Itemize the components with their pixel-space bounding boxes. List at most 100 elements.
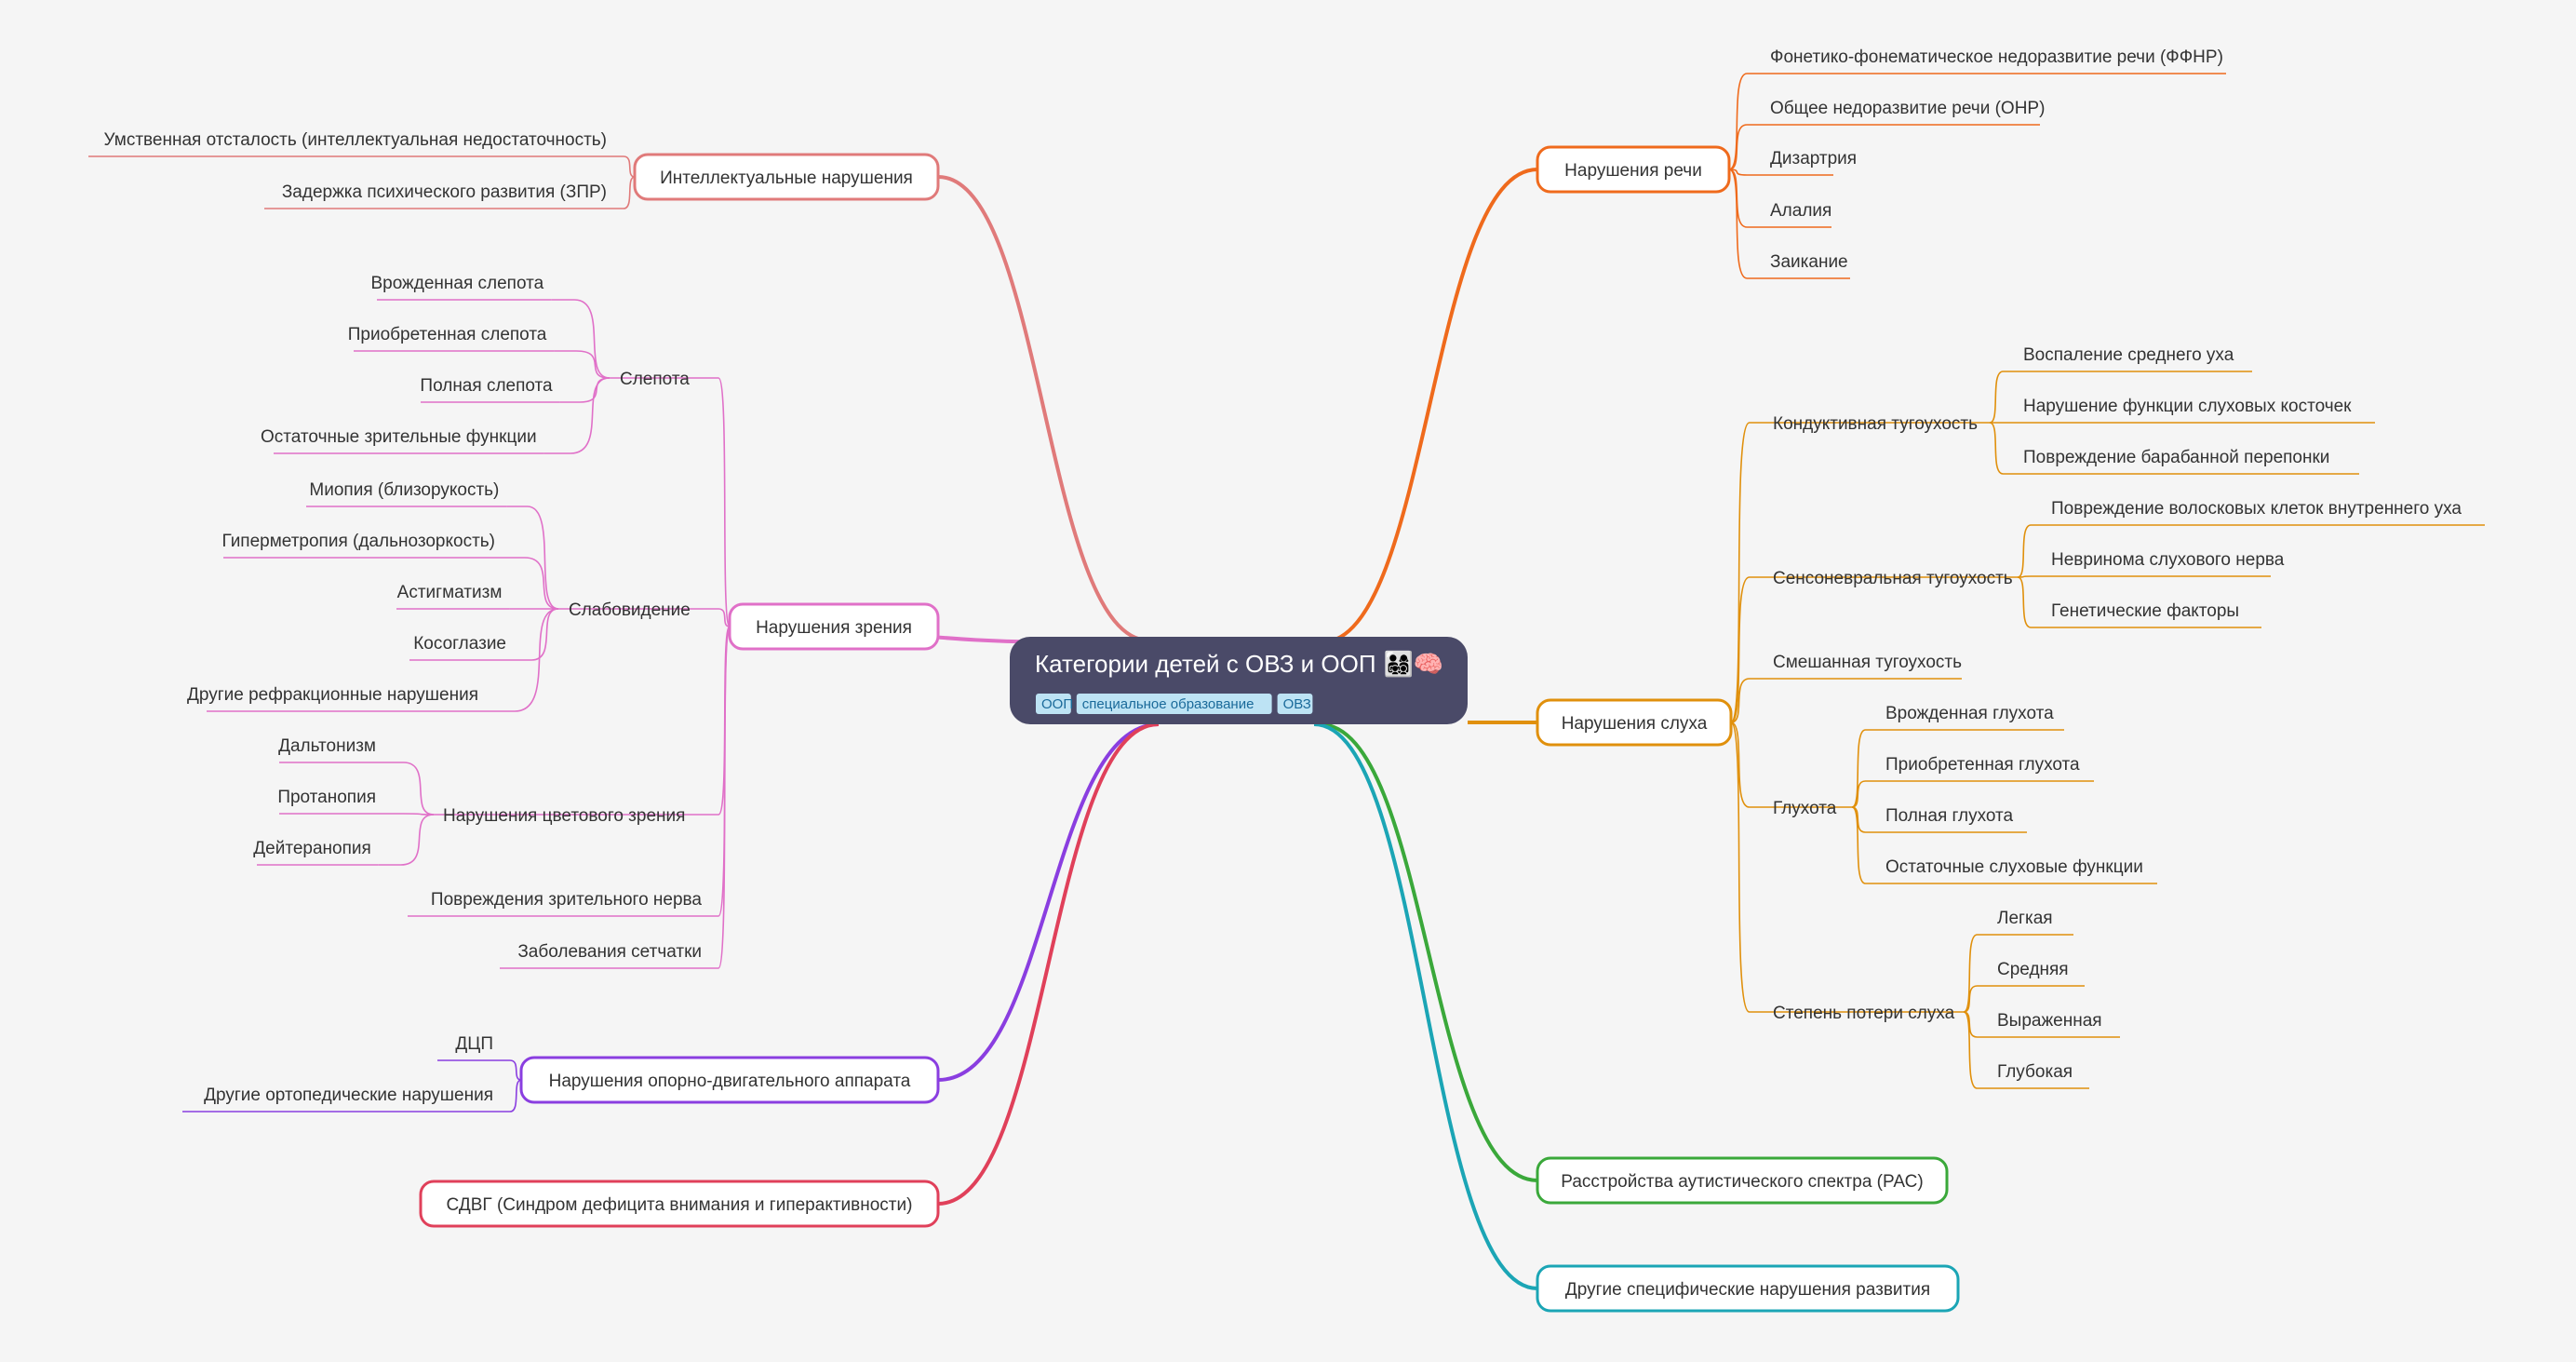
subtopic-connector	[711, 608, 731, 627]
subtopic-label[interactable]: Дейтеранопия	[253, 839, 371, 858]
leaf-connector	[543, 377, 610, 454]
connector-layer	[378, 73, 2040, 1290]
central-topic-title: Категории детей с ОВЗ и ООП👨‍👩‍👧‍👦🧠	[1035, 650, 1443, 678]
subtopic-label[interactable]: Нарушение функции слуховых косточек	[2023, 397, 2352, 416]
leaf-connector	[2017, 524, 2040, 578]
subtopic-label[interactable]: Другие рефракционные нарушения	[187, 685, 478, 705]
subtopic-label[interactable]: Полная слепота	[420, 376, 553, 396]
subtopic-label[interactable]: Общее недоразвитие речи (ОНР)	[1770, 99, 2045, 118]
subtopic-connector	[711, 626, 731, 969]
leaf-connector	[383, 813, 435, 816]
branch-connector-motor	[937, 722, 1160, 1082]
subtopic-connector	[1730, 721, 1762, 1013]
subtopic-label[interactable]: Повреждение волосковых клеток внутреннег…	[2051, 499, 2462, 519]
subtopic-label[interactable]: Алалия	[1770, 201, 1831, 221]
subtopic-label[interactable]: Задержка психического развития (ЗПР)	[282, 182, 607, 202]
main-topic-label: Нарушения слуха	[1562, 714, 1708, 734]
main-topic-label: Нарушения зрения	[756, 618, 912, 638]
leaf-connector	[378, 814, 435, 866]
main-topic-other[interactable]	[1536, 1264, 1960, 1313]
main-topic-label: Расстройства аутистического спектра (РАС…	[1561, 1172, 1923, 1192]
subtopic-label[interactable]: Невринома слухового нерва	[2051, 550, 2285, 570]
subtopic-label[interactable]: Протанопия	[277, 788, 376, 807]
leaf-connector	[486, 608, 559, 712]
subtopic-connector	[1730, 576, 1762, 723]
subtopic-label[interactable]: Сенсоневральная тугоухость	[1773, 569, 2013, 588]
central-topic[interactable]: Категории детей с ОВЗ и ООП👨‍👩‍👧‍👦🧠 ООП с…	[1010, 637, 1468, 724]
subtopic-label[interactable]: Фонетико-фонематическое недоразвитие реч…	[1770, 47, 2223, 67]
main-topic-autism[interactable]	[1536, 1156, 1949, 1205]
subtopic-label[interactable]: Нарушения цветового зрения	[443, 806, 685, 826]
subtopic-connector	[1728, 169, 1759, 176]
subtopic-label[interactable]: Глубокая	[1997, 1062, 2073, 1082]
subtopic-label[interactable]: Заикание	[1770, 252, 1848, 272]
main-topic-intellectual[interactable]	[633, 153, 940, 201]
subtopic-label[interactable]: Полная глухота	[1885, 806, 2014, 826]
main-topic-hearing[interactable]	[1536, 698, 1733, 747]
subtopic-label[interactable]: Миопия (близорукость)	[309, 480, 499, 500]
tag-label: специальное образование	[1082, 696, 1254, 712]
main-topic-vision[interactable]	[728, 602, 940, 651]
main-topic-label: Другие специфические нарушения развития	[1565, 1280, 1930, 1300]
leaf-connector	[1851, 806, 1874, 884]
subtopic-label[interactable]: Средняя	[1997, 960, 2069, 979]
subtopic-label[interactable]: Астигматизм	[397, 583, 503, 602]
leaf-connector	[1851, 729, 1874, 808]
subtopic-label[interactable]: Врожденная слепота	[370, 274, 543, 293]
subtopic-label[interactable]: Другие ортопедические нарушения	[204, 1086, 493, 1105]
leaf-connector	[503, 557, 559, 610]
subtopic-connector	[503, 1059, 522, 1081]
tag-label: ОВЗ	[1283, 696, 1311, 712]
subtopic-label[interactable]: Смешанная тугоухость	[1773, 653, 1962, 672]
subtopic-label[interactable]: Приобретенная слепота	[348, 325, 547, 344]
subtopic-label[interactable]: Врожденная глухота	[1885, 704, 2054, 723]
subtopic-label[interactable]: Остаточные зрительные функции	[261, 427, 537, 447]
leaf-connector	[559, 377, 610, 403]
subtopic-label[interactable]: Слепота	[620, 370, 690, 389]
subtopic-label[interactable]: Легкая	[1997, 909, 2053, 928]
subtopic-label[interactable]: ДЦП	[455, 1034, 493, 1054]
leaf-connector	[1963, 1011, 1986, 1089]
leaf-connector	[1989, 371, 2012, 424]
branch-connector-speech	[1321, 168, 1538, 644]
main-topic-motor[interactable]	[519, 1056, 940, 1104]
subtopic-label[interactable]: Глухота	[1773, 799, 1837, 818]
main-topic-speech[interactable]	[1536, 145, 1731, 194]
subtopic-label[interactable]: Дальтонизм	[278, 736, 376, 756]
subtopic-label[interactable]: Умственная отсталость (интеллектуальная …	[104, 130, 607, 150]
branch-connector-adhd	[937, 722, 1160, 1206]
subtopic-connector	[1728, 169, 1759, 228]
tag-chip[interactable]	[1277, 694, 1313, 714]
tag-chip[interactable]	[1036, 694, 1071, 714]
subtopic-label[interactable]: Заболевания сетчатки	[517, 942, 702, 962]
subtopic-label[interactable]: Выраженная	[1997, 1011, 2102, 1031]
main-topic-label: Нарушения опорно-двигательного аппарата	[549, 1072, 911, 1091]
main-topic-adhd[interactable]	[419, 1180, 940, 1228]
tag-label: ООП	[1041, 696, 1073, 712]
subtopic-label[interactable]: Гиперметропия (дальнозоркость)	[221, 532, 495, 551]
leaf-connector	[1963, 985, 1986, 1013]
branch-connector-other	[1313, 722, 1538, 1290]
subtopic-connector	[616, 176, 636, 209]
subtopic-connector	[711, 377, 731, 627]
leaf-connector	[506, 506, 559, 610]
subtopic-label[interactable]: Слабовидение	[569, 600, 691, 620]
tag-chip[interactable]	[1076, 694, 1272, 714]
subtopic-label[interactable]: Кондуктивная тугоухость	[1773, 414, 1978, 434]
subtopic-label[interactable]: Повреждения зрительного нерва	[431, 890, 703, 910]
subtopic-label[interactable]: Остаточные слуховые функции	[1885, 857, 2143, 877]
subtopic-connector	[503, 1079, 522, 1113]
subtopic-connector	[1728, 73, 1759, 170]
subtopic-label[interactable]: Воспаление среднего уха	[2023, 345, 2234, 365]
subtopic-connector	[1730, 422, 1762, 723]
subtopic-label[interactable]: Степень потери слуха	[1773, 1004, 1955, 1023]
subtopic-connector	[711, 626, 731, 917]
subtopic-label[interactable]: Повреждение барабанной перепонки	[2023, 448, 2329, 467]
subtopic-label[interactable]: Косоглазие	[413, 634, 506, 654]
tag-list: ООП специальное образование ОВЗ	[1036, 694, 1313, 714]
subtopic-connector	[1728, 124, 1759, 170]
subtopic-label[interactable]: Приобретенная глухота	[1885, 755, 2080, 775]
subtopic-label[interactable]: Генетические факторы	[2051, 601, 2239, 621]
subtopic-label[interactable]: Дизартрия	[1770, 149, 1857, 169]
